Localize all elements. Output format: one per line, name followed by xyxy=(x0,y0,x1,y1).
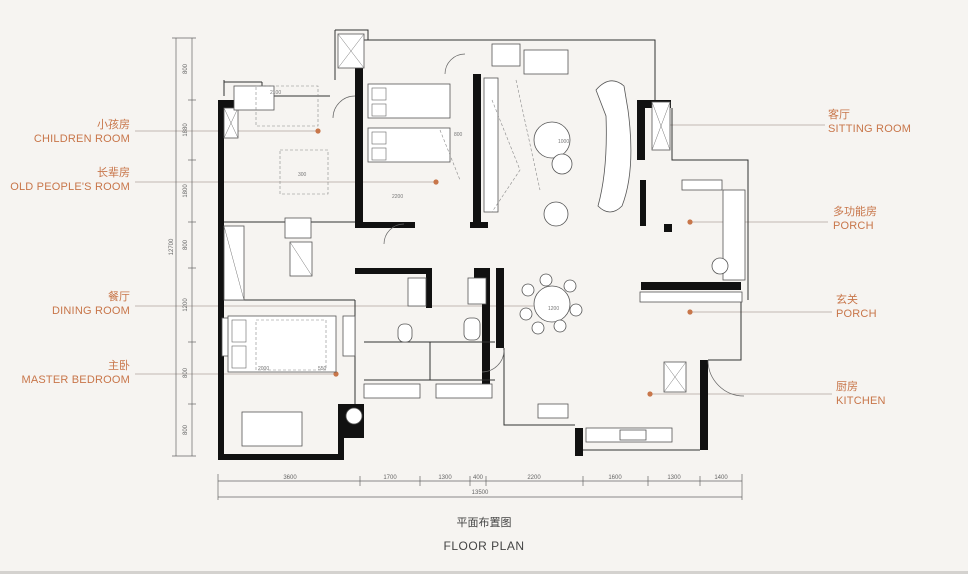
interior-dims: 2100 2200 800 1000 300 1200 2000 550 xyxy=(258,90,569,372)
bathroom-fixtures xyxy=(342,315,493,425)
label-en: PORCH xyxy=(833,220,874,232)
dim-left-4: 1200 xyxy=(183,298,189,312)
dim-left-0: 800 xyxy=(183,63,189,74)
dim-left-2: 1800 xyxy=(183,184,189,198)
label-en: SITTING ROOM xyxy=(828,123,912,135)
svg-text:300: 300 xyxy=(298,172,307,178)
svg-text:2000: 2000 xyxy=(258,366,269,372)
caption-en: FLOOR PLAN xyxy=(443,539,525,553)
label-porch: 玄关 PORCH xyxy=(836,293,966,321)
label-old-peoples-room: 长辈房 OLD PEOPLE'S ROOM xyxy=(0,166,130,194)
label-zh: 玄关 xyxy=(836,294,858,306)
kitchen-fixtures xyxy=(537,179,729,441)
label-en: DINING ROOM xyxy=(52,305,130,317)
label-en: CHILDREN ROOM xyxy=(33,133,130,145)
label-multi-function-room: 多功能房 PORCH xyxy=(833,205,963,233)
label-zh: 餐厅 xyxy=(108,291,130,303)
dining-table xyxy=(519,273,583,335)
dim-left-3: 800 xyxy=(183,239,189,250)
dimension-bottom-labels: 3600 1700 1300 400 2200 1600 1300 1400 1… xyxy=(283,475,728,496)
dimension-left-labels: 800 1880 1800 800 1200 800 800 12700 xyxy=(169,63,189,435)
label-master-bedroom: 主卧 MASTER BEDROOM xyxy=(0,359,130,387)
dim-left-5: 800 xyxy=(183,367,189,378)
dim-bottom-0: 3600 xyxy=(283,475,297,481)
svg-text:1000: 1000 xyxy=(558,139,569,145)
label-kitchen: 厨房 KITCHEN xyxy=(836,380,966,408)
bed-pillows xyxy=(231,87,387,369)
dim-bottom-1: 1700 xyxy=(383,475,397,481)
svg-text:2200: 2200 xyxy=(392,194,403,200)
svg-text:1200: 1200 xyxy=(548,306,559,312)
label-dining-room: 餐厅 DINING ROOM xyxy=(0,290,130,318)
beds xyxy=(227,83,451,447)
label-en: OLD PEOPLE'S ROOM xyxy=(10,181,130,193)
cabinet-hatch xyxy=(223,33,687,393)
label-zh: 厨房 xyxy=(836,381,858,393)
label-zh: 客厅 xyxy=(828,109,850,121)
svg-text:2100: 2100 xyxy=(270,90,281,96)
svg-text:550: 550 xyxy=(318,366,327,372)
dim-bottom-5: 1600 xyxy=(608,475,622,481)
dimension-left xyxy=(172,37,196,457)
dim-left-6: 800 xyxy=(183,424,189,435)
dimension-bottom xyxy=(217,474,743,500)
svg-text:800: 800 xyxy=(454,132,463,138)
dim-bottom-6: 1300 xyxy=(667,475,681,481)
dashed-furniture xyxy=(255,79,541,371)
dim-bottom-total: 13500 xyxy=(472,490,489,496)
label-en: PORCH xyxy=(836,308,877,320)
dim-bottom-3: 400 xyxy=(473,475,484,481)
label-children-room: 小孩房 CHILDREN ROOM xyxy=(0,118,130,146)
label-zh: 多功能房 xyxy=(833,206,877,218)
door-swings xyxy=(332,53,745,397)
label-zh: 小孩房 xyxy=(97,119,130,131)
label-en: MASTER BEDROOM xyxy=(21,374,130,386)
dim-bottom-2: 1300 xyxy=(438,475,452,481)
leader-lines xyxy=(135,124,832,395)
dim-bottom-7: 1400 xyxy=(714,475,728,481)
sofa xyxy=(491,43,632,227)
caption-zh: 平面布置图 xyxy=(456,517,512,529)
dim-left-1: 1880 xyxy=(183,123,189,137)
label-en: KITCHEN xyxy=(836,395,886,407)
label-zh: 长辈房 xyxy=(97,167,130,179)
label-zh: 主卧 xyxy=(108,360,130,372)
label-sitting-room: 客厅 SITTING ROOM xyxy=(828,108,958,136)
dim-left-total: 12700 xyxy=(169,238,175,255)
bottom-divider xyxy=(0,571,968,574)
dim-bottom-4: 2200 xyxy=(527,475,541,481)
